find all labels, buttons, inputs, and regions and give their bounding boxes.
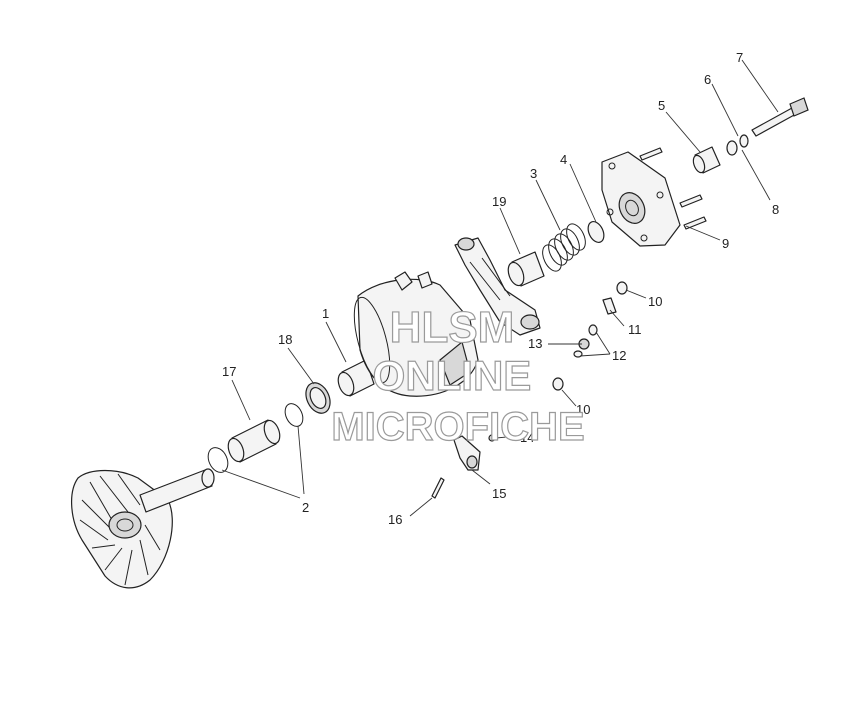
callout-19: 19 — [492, 194, 506, 209]
callout-4: 4 — [560, 152, 567, 167]
fixed-sheave-fan — [71, 468, 215, 589]
callout-labels: 1 2 3 4 5 6 7 8 9 10 10 11 12 13 14 15 1… — [222, 50, 779, 527]
callout-15: 15 — [492, 486, 506, 501]
small-hardware — [552, 281, 628, 391]
part-16-pin — [431, 477, 445, 499]
part-14-nut — [488, 434, 496, 442]
callout-14: 14 — [520, 430, 534, 445]
spider-arm — [454, 237, 541, 336]
callout-7: 7 — [736, 50, 743, 65]
callout-10-upper: 10 — [648, 294, 662, 309]
movable-sheave — [353, 271, 479, 397]
callout-12: 12 — [612, 348, 626, 363]
callout-8: 8 — [772, 202, 779, 217]
part-19-ring — [507, 251, 545, 287]
part-2-rings — [207, 403, 304, 473]
part-5-bushing — [692, 146, 721, 174]
callout-9: 9 — [722, 236, 729, 251]
watermark-line-2: ONLINE — [373, 352, 532, 399]
part-17-bushing — [227, 419, 281, 463]
callout-1: 1 — [322, 306, 329, 321]
watermark-line-1: HLSM — [390, 303, 515, 352]
callout-3: 3 — [530, 166, 537, 181]
leader-lines — [221, 59, 779, 517]
part-18-ring — [305, 382, 331, 414]
callout-16: 16 — [388, 512, 402, 527]
watermark: HLSM ONLINE MICROFICHE — [331, 302, 586, 449]
part-6-8-washers — [726, 134, 749, 156]
callout-10-lower: 10 — [576, 402, 590, 417]
callout-17: 17 — [222, 364, 236, 379]
part-4-ring — [587, 221, 605, 243]
callout-5: 5 — [658, 98, 665, 113]
part-15-arm — [453, 435, 481, 471]
part-7-bolt — [751, 97, 809, 137]
callout-2: 2 — [302, 500, 309, 515]
part-3-spring — [542, 223, 586, 272]
callout-18: 18 — [278, 332, 292, 347]
callout-6: 6 — [704, 72, 711, 87]
cover-bolts — [639, 147, 707, 230]
callout-13: 13 — [528, 336, 542, 351]
callout-11: 11 — [628, 322, 642, 337]
watermark-line-3: MICROFICHE — [331, 405, 584, 449]
part-1-bushing — [337, 359, 375, 397]
cover-plate — [601, 151, 681, 247]
